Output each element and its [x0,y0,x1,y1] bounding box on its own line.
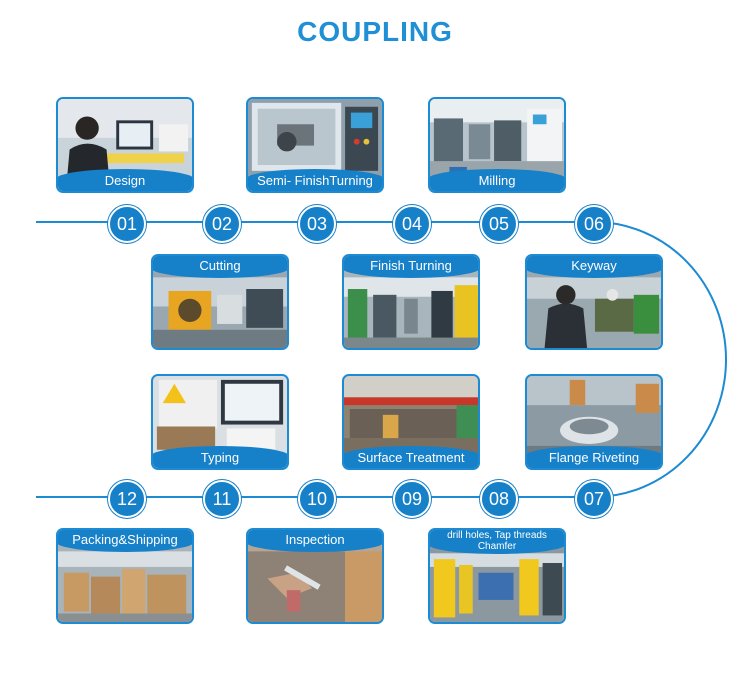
step-number-05: 05 [480,205,518,243]
step-card-design: Design [56,97,194,193]
step-label-inspection: Inspection [248,530,382,552]
step-card-cutting: Cutting [151,254,289,350]
step-number-06: 06 [575,205,613,243]
step-card-finish-turning: Finish Turning [342,254,480,350]
step-label-design: Design [58,169,192,191]
step-card-drill-tap-chamfer: drill holes, Tap threads Chamfer [428,528,566,624]
page-title: COUPLING [297,16,453,47]
step-card-milling: Milling [428,97,566,193]
step-number-10: 10 [298,480,336,518]
step-label-cutting: Cutting [153,256,287,278]
step-label-semi-finish-turning: Semi- FinishTurning [248,169,382,191]
step-card-packing-shipping: Packing&Shipping [56,528,194,624]
step-number-08: 08 [480,480,518,518]
step-number-01: 01 [108,205,146,243]
step-label-drill-tap-chamfer: drill holes, Tap threads Chamfer [430,530,564,554]
step-number-04: 04 [393,205,431,243]
step-label-flange-riveting: Flange Riveting [527,446,661,468]
step-number-03: 03 [298,205,336,243]
step-number-07: 07 [575,480,613,518]
step-card-surface-treatment: Surface Treatment [342,374,480,470]
step-number-11: 11 [203,480,241,518]
step-label-finish-turning: Finish Turning [344,256,478,278]
step-label-typing: Typing [153,446,287,468]
step-label-milling: Milling [430,169,564,191]
step-number-02: 02 [203,205,241,243]
step-label-keyway: Keyway [527,256,661,278]
step-card-flange-riveting: Flange Riveting [525,374,663,470]
step-number-12: 12 [108,480,146,518]
step-card-inspection: Inspection [246,528,384,624]
step-card-typing: Typing [151,374,289,470]
step-number-09: 09 [393,480,431,518]
packing-shipping-photo [58,530,192,622]
step-label-packing-shipping: Packing&Shipping [58,530,192,552]
step-card-keyway: Keyway [525,254,663,350]
step-card-semi-finish-turning: Semi- FinishTurning [246,97,384,193]
curve-flow-line [593,221,727,498]
step-label-surface-treatment: Surface Treatment [344,446,478,468]
